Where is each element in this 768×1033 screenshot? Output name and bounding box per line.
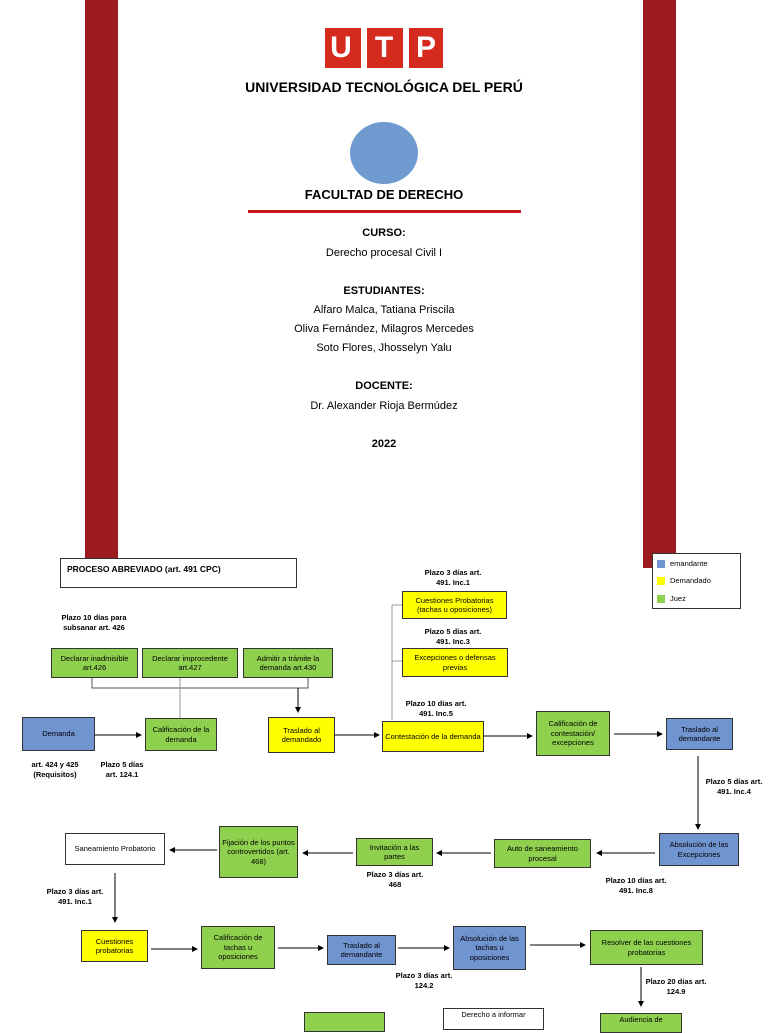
- box-audiencia: Audiencia de: [600, 1013, 682, 1033]
- utp-logo: U T P: [325, 28, 443, 68]
- teacher-label: DOCENTE:: [355, 380, 413, 392]
- logo-letter-t: T: [374, 31, 394, 64]
- box-demanda: Demanda: [22, 717, 95, 751]
- box-traslado-demandante-1: Traslado al demandante: [666, 718, 733, 750]
- note-plazo-5-inc-4: Plazo 5 días art. 491. Inc.4: [705, 777, 763, 796]
- note-plazo-subsanar: Plazo 10 días para subsanar art. 426: [61, 613, 127, 632]
- box-invitacion-partes: Invitación a las partes: [356, 838, 433, 866]
- logo-letter-p: P: [415, 31, 436, 64]
- box-auto-saneamiento: Auto de saneamiento procesal: [494, 839, 591, 868]
- note-plazo-5-art-124-1: Plazo 5 días art. 124.1: [100, 760, 144, 779]
- students-label: ESTUDIANTES:: [343, 285, 425, 297]
- box-declarar-inadmisible: Declarar inadmisible art.426: [51, 648, 138, 678]
- note-art-424-425: art. 424 y 425 (Requisitos): [31, 760, 79, 779]
- box-absolucion-excepciones: Absolución de las Excepciones: [659, 833, 739, 866]
- box-cuestiones-probatorias: Cuestiones probatorias: [81, 930, 148, 962]
- title-divider: [248, 210, 521, 213]
- box-contestacion-demanda: Contestación de la demanda: [382, 721, 484, 752]
- legend-item-demandante: emandante: [657, 559, 708, 568]
- faculty-name: FACULTAD DE DERECHO: [304, 187, 464, 202]
- box-excepciones-defensas: Excepciones o defensas previas: [402, 648, 508, 677]
- note-plazo-3-inc-1-top: Plazo 3 días art. 491. Inc.1: [424, 568, 482, 587]
- box-fijacion-puntos: Fijación de los puntos controvertidos (a…: [219, 826, 298, 878]
- university-name: UNIVERSIDAD TECNOLÓGICA DEL PERÚ: [245, 79, 523, 95]
- legend-item-demandado: Demandado: [657, 576, 711, 585]
- note-plazo-5-inc-3: Plazo 5 días art. 491. Inc.3: [424, 627, 482, 646]
- legend-swatch-yellow: [657, 576, 665, 585]
- box-calificacion-demanda: Calificación de la demanda: [145, 718, 217, 751]
- legend-item-juez: Juez: [657, 594, 686, 603]
- box-calificacion-contestacion: Calificación de contestación/ excepcione…: [536, 711, 610, 756]
- box-calificacion-tachas: Calificación de tachas u oposiciones: [201, 926, 275, 969]
- box-traslado-demandante-2: Traslado al demandante: [327, 935, 396, 965]
- logo-letter-u: U: [330, 31, 352, 64]
- diagram-title: PROCESO ABREVIADO (art. 491 CPC): [60, 558, 297, 588]
- box-cuestiones-probatorias-tachas: Cuestiones Probatorias (tachas u oposici…: [402, 591, 507, 619]
- legend-swatch-green: [657, 594, 665, 603]
- right-decorative-bar: [643, 0, 676, 568]
- course-label: CURSO:: [362, 227, 406, 239]
- box-traslado-demandado: Traslado al demandado: [268, 717, 335, 753]
- note-plazo-20-art-124-9: Plazo 20 días art. 124.9: [645, 977, 707, 996]
- note-plazo-10-inc-5: Plazo 10 días art. 491. Inc.5: [405, 699, 467, 718]
- box-saneamiento-probatorio: Saneamiento Probatorio: [65, 833, 165, 865]
- note-plazo-3-art-468: Plazo 3 días art. 468: [366, 870, 424, 889]
- box-bottom-green: [304, 1012, 385, 1032]
- course-name: Derecho procesal Civil I: [325, 247, 443, 259]
- note-plazo-3-art-124-2: Plazo 3 días art. 124.2: [395, 971, 453, 990]
- student-2: Oliva Fernández, Milagros Mercedes: [294, 323, 474, 335]
- legend-swatch-blue: [657, 559, 665, 568]
- box-declarar-improcedente: Declarar improcedente art.427: [142, 648, 238, 678]
- box-resolver-cuestiones: Resolver de las cuestiones probatorias: [590, 930, 703, 965]
- box-absolucion-tachas: Absolución de las tachas u oposiciones: [453, 926, 526, 970]
- box-derecho-informar: Derecho a informar: [443, 1008, 544, 1030]
- year: 2022: [371, 438, 397, 450]
- student-1: Alfaro Malca, Tatiana Priscila: [313, 304, 455, 316]
- left-decorative-bar: [85, 0, 118, 568]
- box-admitir-tramite: Admitir a trámite la demanda art.430: [243, 648, 333, 678]
- teacher-name: Dr. Alexander Rioja Bermúdez: [310, 400, 458, 412]
- legend: emandante Demandado Juez: [652, 553, 741, 609]
- note-plazo-10-inc-8: Plazo 10 días art. 491. Inc.8: [605, 876, 667, 895]
- note-plazo-3-inc-1-left: Plazo 3 días art. 491. Inc.1: [46, 887, 104, 906]
- faculty-emblem-circle: [350, 122, 418, 184]
- student-3: Soto Flores, Jhosselyn Yalu: [316, 342, 452, 354]
